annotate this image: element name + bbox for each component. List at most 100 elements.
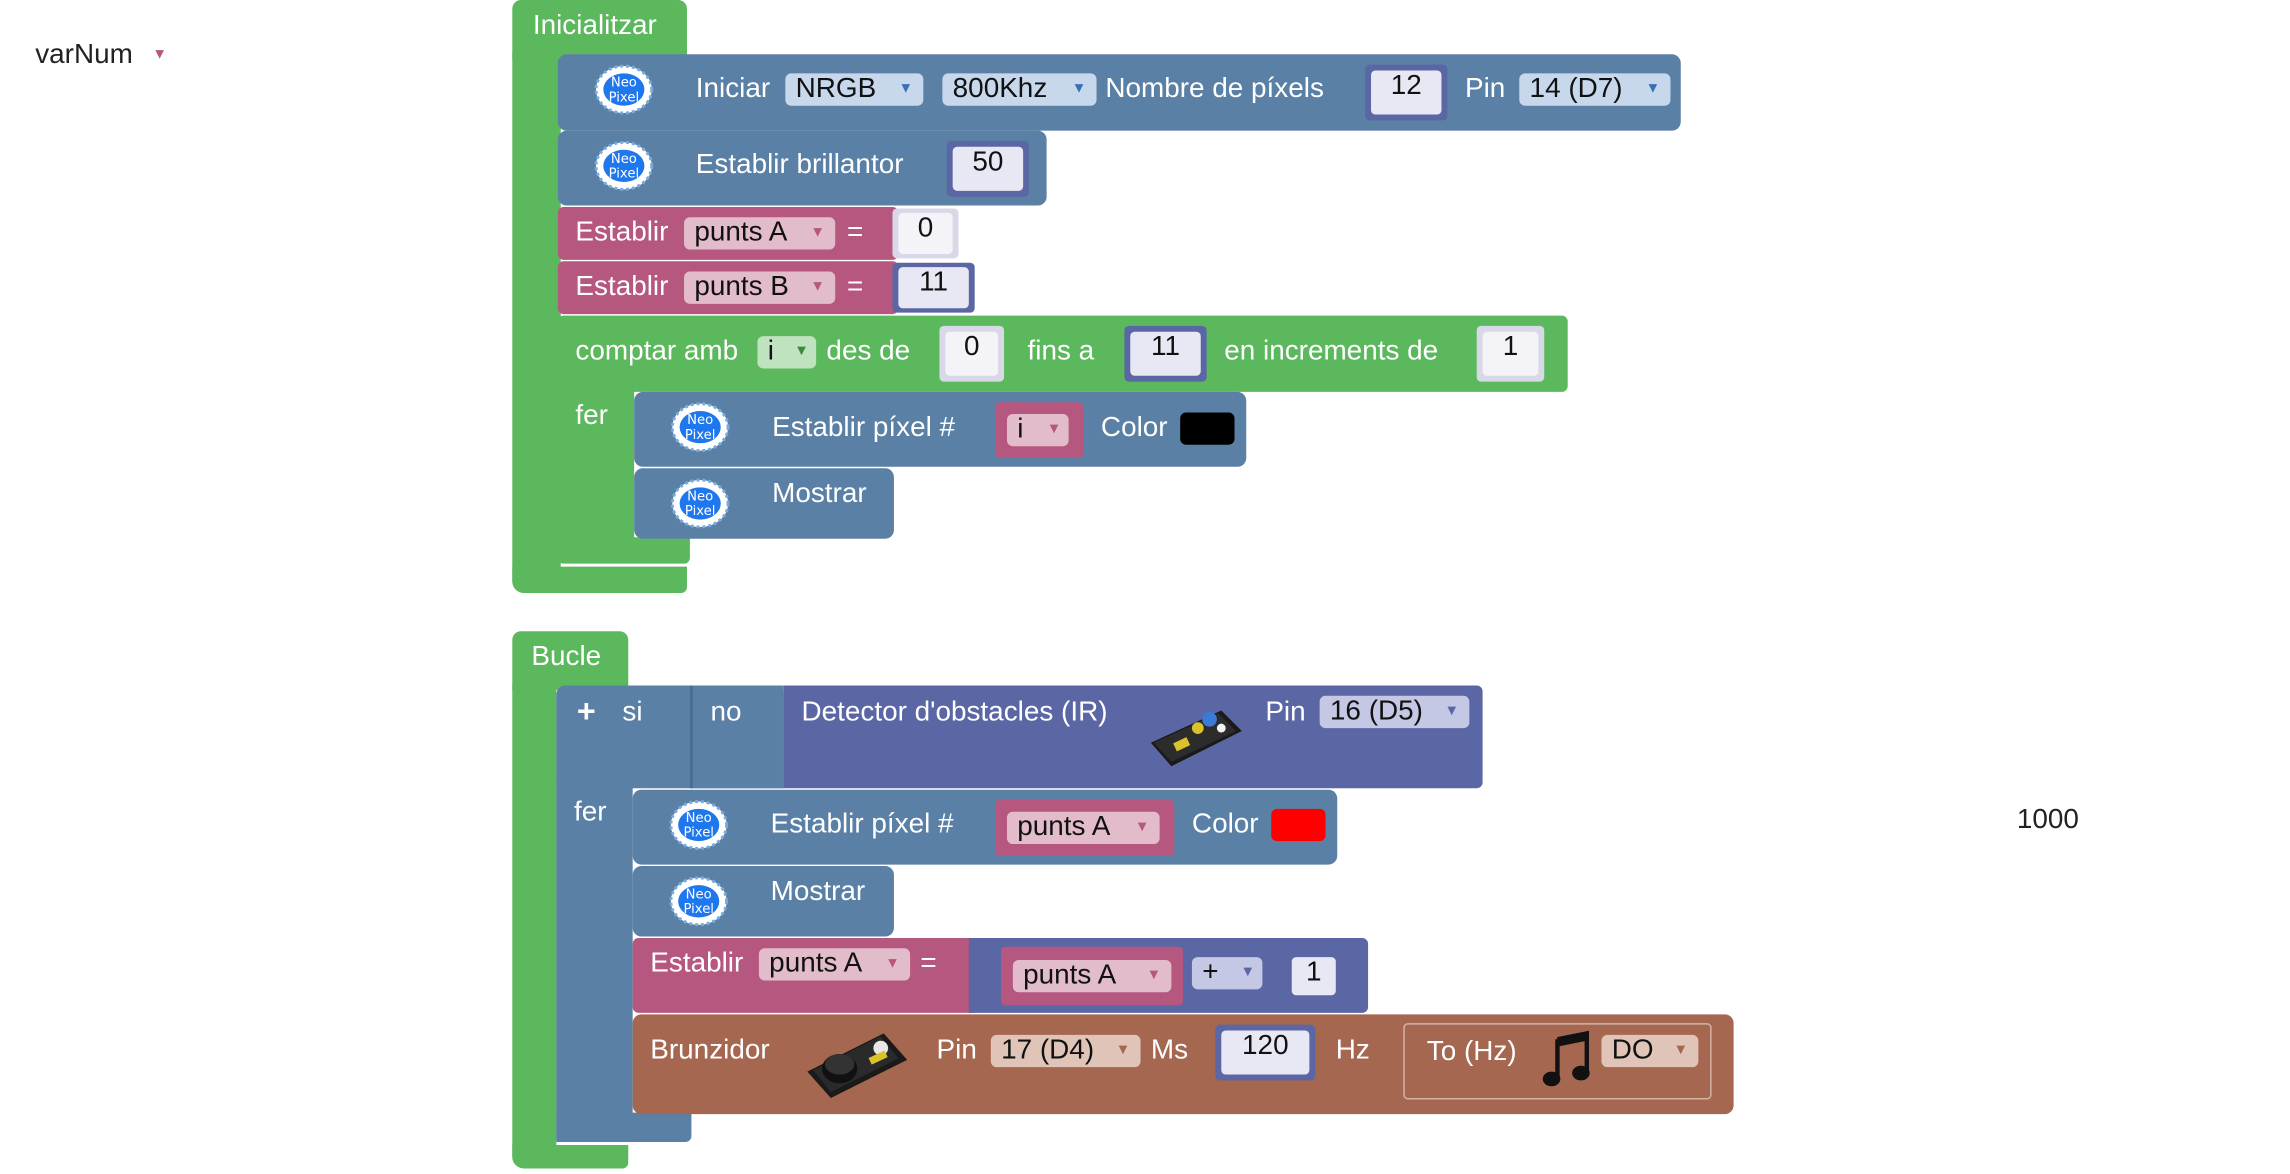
chevron-down-icon: ▼ xyxy=(794,343,809,360)
chevron-down-icon: ▼ xyxy=(1240,964,1256,981)
svg-text:Pixel: Pixel xyxy=(609,90,640,105)
brightness-slot: 50 xyxy=(946,140,1029,197)
set-pixel-block[interactable] xyxy=(634,391,1247,467)
neopixel-icon: Neo Pixel xyxy=(594,140,654,191)
brightness-label: Establir brillantor xyxy=(695,149,904,181)
for-loop-header[interactable] xyxy=(557,315,1568,392)
chevron-down-icon: ▼ xyxy=(1071,80,1087,97)
from-label: des de xyxy=(826,336,911,367)
set-label: Establir xyxy=(650,948,744,980)
pixel-index-dropdown[interactable]: punts A▼ xyxy=(1006,811,1160,845)
init-hat-tab[interactable] xyxy=(512,0,687,59)
set-pixel-label: Establir píxel # xyxy=(770,808,954,840)
neopixel-icon: Neo Pixel xyxy=(669,876,729,927)
punts-b-value-input[interactable]: 11 xyxy=(898,267,969,309)
pixel-index-dropdown[interactable]: i▼ xyxy=(1006,413,1069,447)
note-dropdown[interactable]: DO▼ xyxy=(1601,1034,1699,1068)
buzzer-icon xyxy=(807,1033,908,1098)
iniciar-label: Iniciar xyxy=(695,73,771,105)
chevron-down-icon: ▼ xyxy=(1146,967,1162,984)
do-label: fer xyxy=(575,400,608,432)
pixel-count-input[interactable]: 12 xyxy=(1371,70,1442,115)
neopixel-icon: Neo Pixel xyxy=(670,478,730,529)
ir-pin-label: Pin xyxy=(1265,697,1306,729)
chevron-down-icon: ▼ xyxy=(1115,1042,1131,1059)
ir-pin-dropdown[interactable]: 16 (D5)▼ xyxy=(1319,695,1470,729)
init-container-bottom xyxy=(512,566,687,594)
neopixel-init-block[interactable] xyxy=(557,54,1681,131)
svg-text:Neo: Neo xyxy=(686,811,712,826)
svg-text:Pixel: Pixel xyxy=(609,167,640,182)
side-number: 1000 xyxy=(2016,804,2079,836)
punts-a-value-input[interactable]: 0 xyxy=(898,212,953,254)
pixel-count-slot: 12 xyxy=(1365,64,1448,121)
chevron-down-icon: ▼ xyxy=(1444,703,1460,720)
variable-selector[interactable]: varNum ▼ xyxy=(35,40,167,72)
chevron-down-icon: ▼ xyxy=(1673,1042,1689,1059)
if-label: si xyxy=(622,697,643,729)
svg-text:Neo: Neo xyxy=(611,152,637,167)
not-block[interactable] xyxy=(689,685,784,789)
duration-slot: 120 xyxy=(1215,1024,1316,1081)
chevron-down-icon: ▼ xyxy=(810,224,825,241)
pin-label: Pin xyxy=(1464,73,1506,105)
svg-text:Pixel: Pixel xyxy=(683,902,714,917)
set-pixel-block[interactable] xyxy=(632,789,1338,865)
chevron-down-icon: ▼ xyxy=(1134,819,1150,836)
not-label: no xyxy=(710,697,742,729)
set-label: Establir xyxy=(575,271,669,303)
equals-label: = xyxy=(846,217,864,249)
chevron-down-icon: ▼ xyxy=(1645,80,1661,97)
var-dropdown-punts-b[interactable]: punts B▼ xyxy=(684,271,836,304)
tone-label: To (Hz) xyxy=(1426,1036,1517,1068)
operand-var-dropdown[interactable]: punts A▼ xyxy=(1012,960,1172,993)
neopixel-icon: Neo Pixel xyxy=(594,64,654,115)
hz-label: Hz xyxy=(1335,1034,1370,1066)
music-note-icon xyxy=(1542,1030,1590,1087)
pixel-count-label: Nombre de píxels xyxy=(1105,73,1324,105)
svg-text:Pixel: Pixel xyxy=(683,826,714,841)
pin-dropdown[interactable]: 14 (D7)▼ xyxy=(1519,73,1671,106)
loop-var-dropdown[interactable]: i▼ xyxy=(757,336,817,369)
add-icon[interactable]: + xyxy=(576,692,596,730)
ir-sensor-label: Detector d'obstacles (IR) xyxy=(801,697,1108,729)
buzzer-pin-label: Pin xyxy=(936,1034,977,1066)
from-input[interactable]: 0 xyxy=(945,331,999,376)
operator-dropdown[interactable]: +▼ xyxy=(1191,957,1263,990)
do-label: fer xyxy=(573,797,607,828)
value-slot: 11 xyxy=(892,262,975,313)
show-label: Mostrar xyxy=(770,876,866,908)
svg-text:Neo: Neo xyxy=(687,413,713,428)
duration-input[interactable]: 120 xyxy=(1221,1030,1310,1075)
variable-name: varNum xyxy=(35,39,133,71)
color-swatch-black[interactable] xyxy=(1180,412,1235,445)
chevron-down-icon: ▼ xyxy=(885,955,900,972)
from-slot: 0 xyxy=(939,325,1005,382)
frequency-dropdown[interactable]: 800Khz▼ xyxy=(942,73,1097,106)
loop-hat-tab[interactable] xyxy=(512,631,629,690)
chevron-down-icon: ▼ xyxy=(1046,421,1062,438)
var-dropdown-punts-a[interactable]: punts A▼ xyxy=(684,217,836,250)
color-swatch-red[interactable] xyxy=(1271,808,1326,842)
chevron-down-icon: ▼ xyxy=(898,80,914,97)
buzzer-pin-dropdown[interactable]: 17 (D4)▼ xyxy=(990,1034,1141,1068)
to-input[interactable]: 11 xyxy=(1130,331,1201,376)
loop-container-bottom xyxy=(512,1144,629,1169)
svg-text:Neo: Neo xyxy=(687,490,713,505)
loop-container-spine xyxy=(512,684,557,1169)
color-label: Color xyxy=(1191,808,1259,840)
addend-input[interactable]: 1 xyxy=(1291,957,1336,996)
var-dropdown-punts-a[interactable]: punts A▼ xyxy=(758,948,911,981)
svg-text:Pixel: Pixel xyxy=(685,428,716,443)
ir-sensor-icon xyxy=(1150,710,1242,767)
count-label: comptar amb xyxy=(575,336,739,367)
chevron-down-icon: ▼ xyxy=(810,278,825,296)
brightness-input[interactable]: 50 xyxy=(952,146,1024,191)
for-loop-spine xyxy=(557,384,635,561)
strip-type-dropdown[interactable]: NRGB▼ xyxy=(785,73,924,106)
svg-text:Neo: Neo xyxy=(686,887,712,902)
step-input[interactable]: 1 xyxy=(1482,331,1539,376)
chevron-down-icon: ▼ xyxy=(152,47,167,64)
equals-label: = xyxy=(846,271,864,303)
